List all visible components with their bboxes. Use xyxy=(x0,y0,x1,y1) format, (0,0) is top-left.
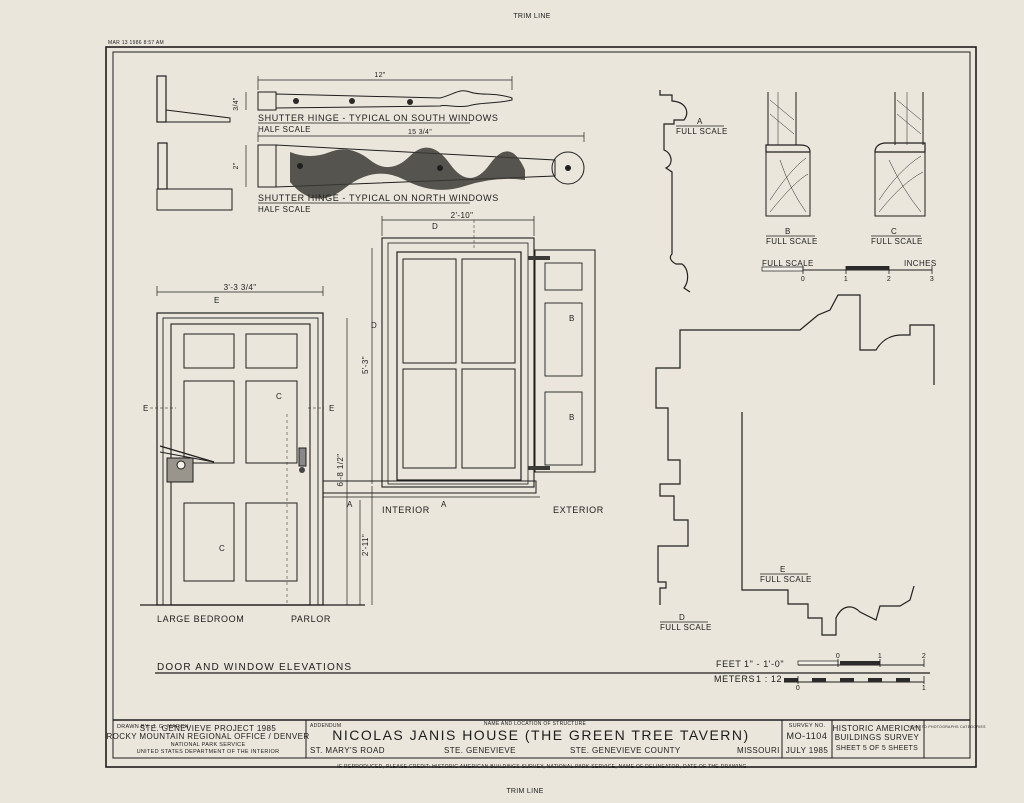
profile-d-letter: D xyxy=(679,613,685,622)
window-letter-d-top: D xyxy=(432,222,438,231)
north-hinge-scale: HALF SCALE xyxy=(258,205,311,214)
profile-b xyxy=(765,92,811,217)
structure-county: STE. GENEVIEVE COUNTY xyxy=(570,746,681,755)
room-parlor: PARLOR xyxy=(291,614,331,624)
structure-state: MISSOURI xyxy=(737,746,780,755)
inch-tick-3: 3 xyxy=(930,276,934,283)
meters-scale-ratio: 1 : 12 xyxy=(756,674,782,684)
window-sill-dimension: 2'-11" xyxy=(361,534,370,556)
south-hinge-scale: HALF SCALE xyxy=(258,125,311,134)
south-hinge-label: SHUTTER HINGE - TYPICAL ON SOUTH WINDOWS xyxy=(258,113,499,123)
door-letter-e-left: E xyxy=(143,404,149,413)
door-letter-c-upper: C xyxy=(276,392,282,401)
profile-e-letter: E xyxy=(780,565,786,574)
survey-caption: SURVEY NO. xyxy=(789,723,826,729)
park-service: NATIONAL PARK SERVICE xyxy=(171,742,246,748)
profile-a-scale: FULL SCALE xyxy=(676,127,728,136)
sheet-number: SHEET 5 OF 5 SHEETS xyxy=(836,745,918,752)
survey-number: MO-1104 xyxy=(786,731,827,741)
date-stamp: MAR 13 1986 8:57 AM xyxy=(108,40,164,46)
outer-border xyxy=(105,46,977,768)
structure-town: STE. GENEVIEVE xyxy=(444,746,516,755)
inch-scale-left-label: FULL SCALE xyxy=(762,259,814,268)
window-elevation xyxy=(322,216,596,605)
index-note: INDEX TO PHOTOGRAPHS CATEGORIES xyxy=(908,725,986,729)
south-hinge-dimension: 12" xyxy=(374,72,385,79)
title-block xyxy=(113,719,970,759)
profile-e-scale: FULL SCALE xyxy=(760,575,812,584)
inch-scale-bar xyxy=(761,266,933,274)
structure-name: NICOLAS JANIS HOUSE (THE GREEN TREE TAVE… xyxy=(332,727,749,743)
window-letter-a-bottom: A xyxy=(441,500,447,509)
north-hinge-height: 2" xyxy=(233,162,240,169)
meters-scale-label: METERS xyxy=(714,674,755,684)
window-letter-b-lower: B xyxy=(569,413,575,422)
agency-line-1: HISTORIC AMERICAN xyxy=(833,724,922,733)
meters-tick-0: 0 xyxy=(796,685,800,692)
north-hinge-label: SHUTTER HINGE - TYPICAL ON NORTH WINDOWS xyxy=(258,193,499,203)
profile-d xyxy=(655,294,935,605)
feet-scale-bar xyxy=(797,659,925,667)
window-letter-d-side: D xyxy=(371,321,377,330)
profile-c-scale: FULL SCALE xyxy=(871,237,923,246)
label-interior: INTERIOR xyxy=(382,505,430,515)
window-letter-a-left: A xyxy=(347,500,353,509)
door-letter-c-lower: C xyxy=(219,544,225,553)
south-hinge-height: 3/4" xyxy=(233,97,240,111)
meters-tick-1: 1 xyxy=(922,685,926,692)
profile-d-scale: FULL SCALE xyxy=(660,623,712,632)
trim-line-bottom-label: TRIM LINE xyxy=(506,788,543,795)
regional-office: ROCKY MOUNTAIN REGIONAL OFFICE / DENVER xyxy=(106,732,309,741)
structure-road: ST. MARY'S ROAD xyxy=(310,746,385,755)
inch-tick-0: 0 xyxy=(801,276,805,283)
department: UNITED STATES DEPARTMENT OF THE INTERIOR xyxy=(137,749,280,755)
room-large-bedroom: LARGE BEDROOM xyxy=(157,614,244,624)
drawing-title: DOOR AND WINDOW ELEVATIONS xyxy=(157,662,352,673)
feet-tick-1: 1 xyxy=(878,653,882,660)
label-exterior: EXTERIOR xyxy=(553,505,604,515)
feet-tick-0: 0 xyxy=(836,653,840,660)
inch-scale-right-label: INCHES xyxy=(904,259,937,268)
project-name: STE. GENEVIEVE PROJECT 1985 xyxy=(140,724,277,733)
profile-b-scale: FULL SCALE xyxy=(766,237,818,246)
profile-c-letter: C xyxy=(891,227,897,236)
north-hinge-dimension: 15 3/4" xyxy=(408,129,432,136)
survey-date: JULY 1985 xyxy=(786,746,829,755)
door-letter-e-top: E xyxy=(214,296,220,305)
south-hinge-drawing xyxy=(156,75,513,123)
profile-c xyxy=(874,92,926,217)
trim-line-top-label: TRIM LINE xyxy=(513,13,550,20)
profile-b-letter: B xyxy=(785,227,791,236)
profile-a xyxy=(659,90,691,293)
feet-scale-label: FEET xyxy=(716,659,741,669)
agency-line-2: BUILDINGS SURVEY xyxy=(835,733,920,742)
addendum-label: ADDENDUM xyxy=(310,723,341,729)
inner-border xyxy=(112,51,971,759)
meters-scale-bar xyxy=(784,676,925,684)
door-width-dimension: 3'-3 3/4" xyxy=(224,283,257,292)
profile-a-letter: A xyxy=(697,117,703,126)
feet-tick-2: 2 xyxy=(922,653,926,660)
credit-line: IF REPRODUCED, PLEASE CREDIT: HISTORIC A… xyxy=(337,764,746,770)
drawn-by: DRAWN BY: J. G. MARCH xyxy=(117,724,189,730)
door-height-dimension: 6'-8 1/2" xyxy=(336,454,345,487)
window-height-dimension: 5'-3" xyxy=(361,356,370,374)
inch-tick-2: 2 xyxy=(887,276,891,283)
door-elevation xyxy=(140,286,365,606)
inch-tick-1: 1 xyxy=(844,276,848,283)
feet-scale-ratio: 1" - 1'-0" xyxy=(744,659,784,669)
window-letter-b-upper: B xyxy=(569,314,575,323)
structure-caption: NAME AND LOCATION OF STRUCTURE xyxy=(484,721,587,727)
profile-e xyxy=(741,412,915,636)
window-width-dimension: 2'-10" xyxy=(451,211,474,220)
north-hinge-drawing xyxy=(156,132,585,211)
door-letter-e-right: E xyxy=(329,404,335,413)
